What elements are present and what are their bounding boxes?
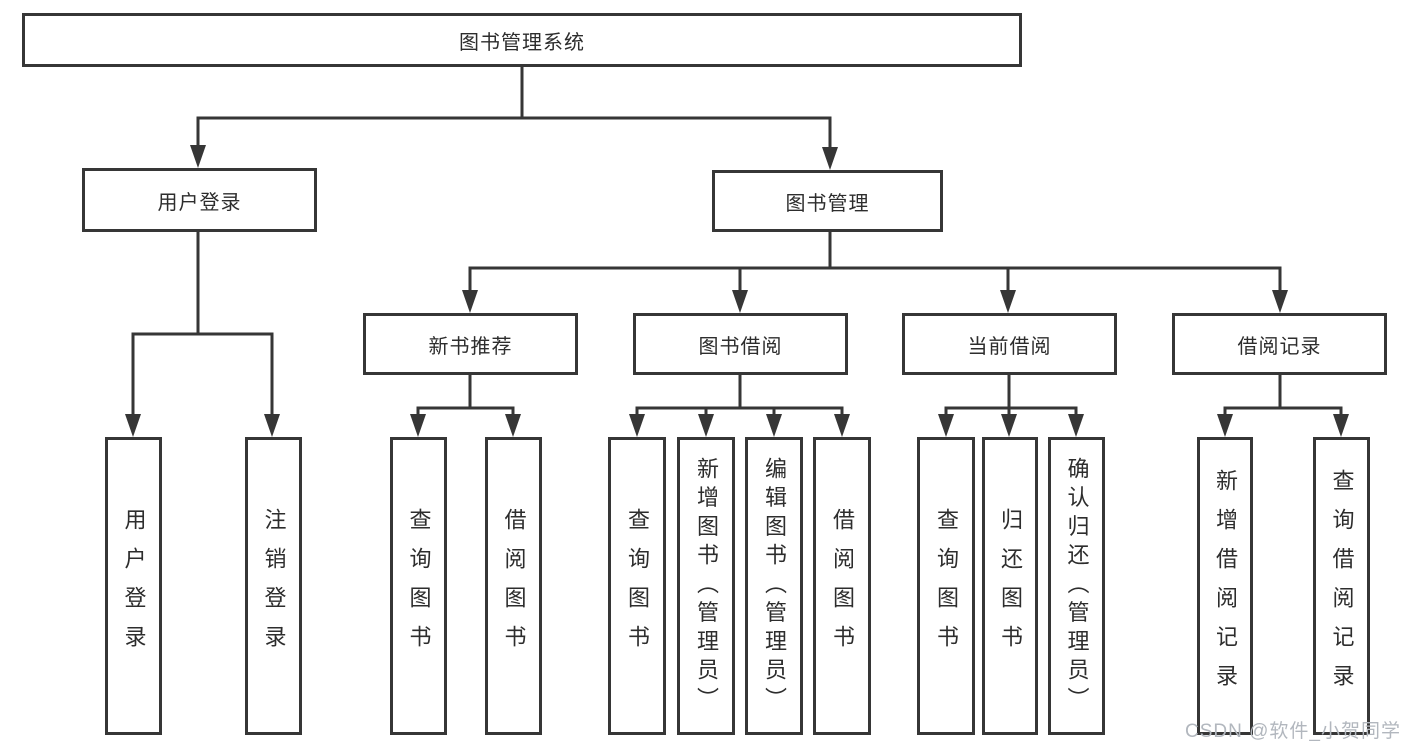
node-book-management: 图书管理 bbox=[712, 170, 943, 232]
node-current-borrowing: 当前借阅 bbox=[902, 313, 1117, 375]
leaf-logout: 注销登录 bbox=[245, 437, 302, 735]
leaf-borrow-book-newbook: 借阅图书 bbox=[485, 437, 542, 735]
leaf-query-books-current: 查询图书 bbox=[917, 437, 975, 735]
leaf-return-book: 归还图书 bbox=[982, 437, 1038, 735]
leaf-add-borrow-record: 新增借阅记录 bbox=[1197, 437, 1253, 735]
csdn-watermark: CSDN @软件_小贺同学 bbox=[1185, 721, 1401, 742]
leaf-user-login: 用户登录 bbox=[105, 437, 162, 735]
node-new-book-recommend: 新书推荐 bbox=[363, 313, 578, 375]
leaf-confirm-return-admin: 确认归还（管理员） bbox=[1048, 437, 1105, 735]
node-library-management-system: 图书管理系统 bbox=[22, 13, 1022, 67]
leaf-query-borrow-record: 查询借阅记录 bbox=[1313, 437, 1370, 735]
node-book-borrowing: 图书借阅 bbox=[633, 313, 848, 375]
leaf-query-books-newbook: 查询图书 bbox=[390, 437, 447, 735]
leaf-edit-book-admin: 编辑图书（管理员） bbox=[745, 437, 803, 735]
leaf-add-book-admin: 新增图书（管理员） bbox=[677, 437, 735, 735]
leaf-query-books-borrowing: 查询图书 bbox=[608, 437, 666, 735]
node-user-login: 用户登录 bbox=[82, 168, 317, 232]
leaf-borrow-book: 借阅图书 bbox=[813, 437, 871, 735]
node-borrow-records: 借阅记录 bbox=[1172, 313, 1387, 375]
